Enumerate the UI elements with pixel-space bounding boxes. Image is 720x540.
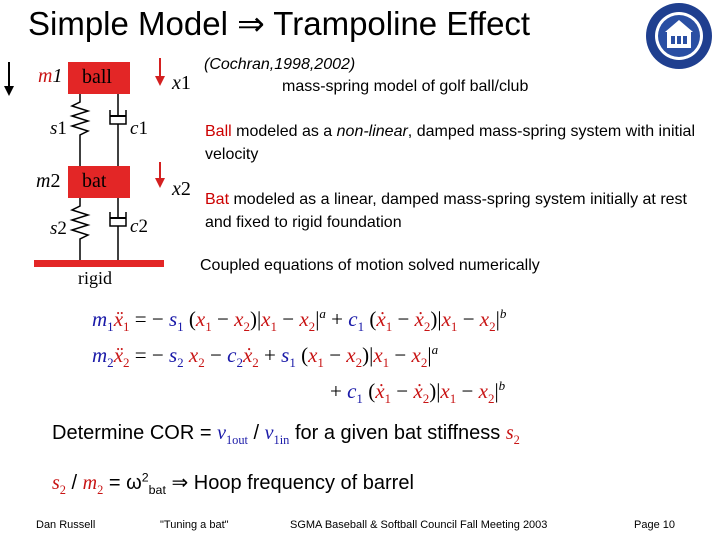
citation-subtitle: mass-spring model of golf ball/club <box>282 78 529 95</box>
x2-arrowhead <box>155 178 165 188</box>
label-c1: c1 <box>130 118 148 139</box>
bat-mass <box>68 166 130 198</box>
spring-s2 <box>69 198 91 260</box>
label-c2: c2 <box>130 216 148 237</box>
rigid-foundation <box>34 260 164 267</box>
determine-cor: Determine COR = v1out / v1in for a given… <box>52 422 520 447</box>
label-m1: m1 <box>38 65 63 87</box>
label-m2: m2 <box>36 170 61 192</box>
label-rigid: rigid <box>78 268 112 288</box>
label-x1: x1 <box>172 72 191 94</box>
label-bat: bat <box>82 170 107 192</box>
label-s1: s1 <box>50 118 67 139</box>
ball-description: Ball modeled as a non-linear, damped mas… <box>205 123 696 163</box>
equation-2-continued: + c1 (ẋ1 − ẋ2)|x1 − x2|b <box>330 378 506 407</box>
footer-page: Page 10 <box>634 519 675 531</box>
ball-mass <box>68 62 130 94</box>
label-s2: s2 <box>50 218 67 239</box>
slide-title: Simple Model ⇒ Trampoline Effect <box>28 5 531 42</box>
coupled-equations-note: Coupled equations of motion solved numer… <box>200 257 540 274</box>
label-x2: x2 <box>172 178 191 200</box>
university-logo <box>646 3 712 69</box>
footer-talk: "Tuning a bat" <box>160 519 229 531</box>
equation-2: m2ẍ2 = − s2 x2 − c2ẋ2 + s1 (x1 − x2)|x1 … <box>92 342 439 371</box>
velocity-arrowhead <box>4 86 14 96</box>
mass-spring-diagram <box>4 58 165 267</box>
hoop-frequency: s2 / m2 = ω2bat ⇒ Hoop frequency of barr… <box>52 470 414 497</box>
footer-meeting: SGMA Baseball & Softball Council Fall Me… <box>290 519 548 531</box>
label-ball: ball <box>82 66 112 88</box>
footer-author: Dan Russell <box>36 519 96 531</box>
bat-description: Bat modeled as a linear, damped mass-spr… <box>205 191 687 231</box>
spring-s1 <box>69 94 91 170</box>
equation-1: m1ẍ1 = − s1 (x1 − x2)|x1 − x2|a + c1 (ẋ1… <box>92 306 507 335</box>
x1-arrowhead <box>155 76 165 86</box>
citation: (Cochran,1998,2002) <box>204 56 356 73</box>
